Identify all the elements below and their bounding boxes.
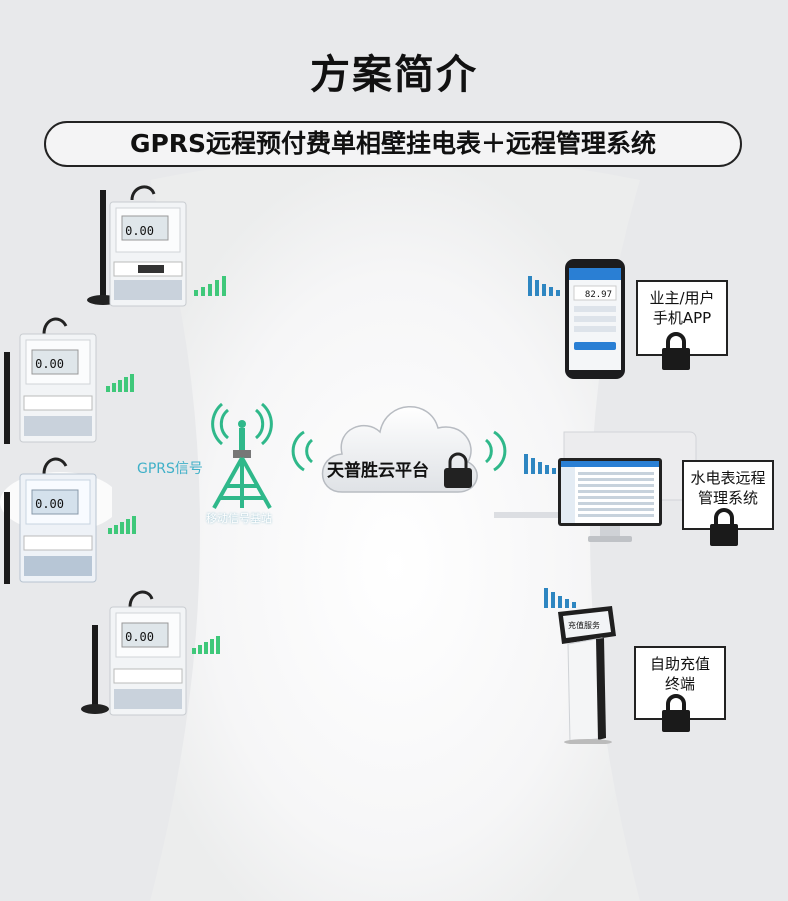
signal-bars-meter-2 <box>106 374 134 392</box>
kiosk-screen-text: 充值服务 <box>568 620 600 630</box>
smartphone-icon: 82.97 <box>565 259 625 379</box>
cloud-platform-icon <box>321 405 478 493</box>
management-system-label-line1: 水电表远程 <box>690 469 766 487</box>
meter-3-display: 0.00 <box>35 497 64 511</box>
recharge-kiosk-icon: 充值服务 <box>558 606 616 744</box>
page-title: 方案简介 <box>310 52 478 98</box>
phone-display: 82.97 <box>585 290 612 300</box>
base-station-label: 移动信号基站 <box>206 512 272 525</box>
signal-bars-meter-3 <box>108 516 136 534</box>
mobile-app-label-line1: 业主/用户 <box>649 289 715 307</box>
gprs-signal-label: GPRS信号 <box>137 461 203 477</box>
cloud-lock-icon <box>444 452 472 488</box>
signal-bars-meter-4 <box>192 636 220 654</box>
meter-2-display: 0.00 <box>35 357 64 371</box>
electric-meter-3: 0.00 <box>0 457 112 584</box>
electric-meter-1: 0.00 <box>87 185 187 307</box>
kiosk-label-line2: 终端 <box>664 675 695 693</box>
kiosk-box: 自助充值 终端 <box>634 646 726 720</box>
wifi-waves-right-icon <box>484 430 507 472</box>
lock-icon <box>662 694 690 732</box>
signal-bars-phone <box>528 276 560 296</box>
cloud-platform-label: 天普胜云平台 <box>327 461 429 481</box>
signal-bars-computer <box>524 454 556 474</box>
meter-4-display: 0.00 <box>125 630 154 644</box>
management-system-label-line2: 管理系统 <box>697 489 758 507</box>
management-system-box: 水电表远程 管理系统 <box>682 460 774 530</box>
signal-bars-kiosk <box>544 588 576 608</box>
solution-subtitle: GPRS远程预付费单相壁挂电表＋远程管理系统 <box>44 121 742 167</box>
wifi-waves-left-icon <box>291 430 314 472</box>
mobile-app-label-line2: 手机APP <box>652 309 712 327</box>
base-station-tower-icon <box>211 402 273 509</box>
lock-icon <box>662 332 690 370</box>
signal-bars-meter-1 <box>194 276 226 296</box>
computer-monitor-icon <box>494 431 697 542</box>
lock-icon <box>710 508 738 546</box>
meter-1-display: 0.00 <box>125 224 154 238</box>
electric-meter-4: 0.00 <box>81 590 187 716</box>
electric-meter-2: 0.00 <box>4 317 97 444</box>
kiosk-label-line1: 自助充值 <box>649 655 710 673</box>
